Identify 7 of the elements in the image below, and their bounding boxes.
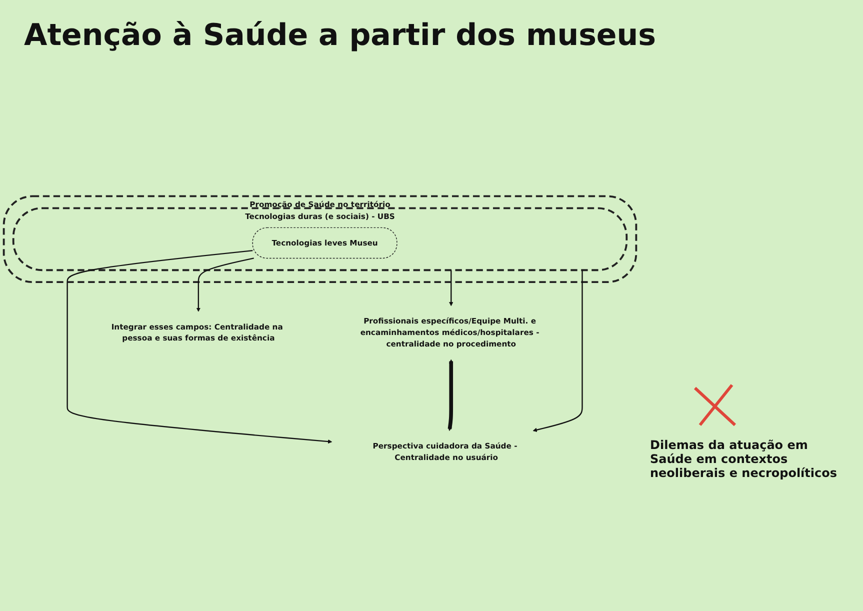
arrow xyxy=(66,250,332,444)
arrow xyxy=(196,258,254,312)
arrow xyxy=(532,270,583,432)
arrow xyxy=(449,270,454,306)
title: Atenção à Saúde a partir dos museus xyxy=(23,17,657,55)
note-text: Dilemas da atuação em Saúde em contextos neoliberais e necropolíticos xyxy=(650,438,838,480)
arrow xyxy=(448,359,454,431)
